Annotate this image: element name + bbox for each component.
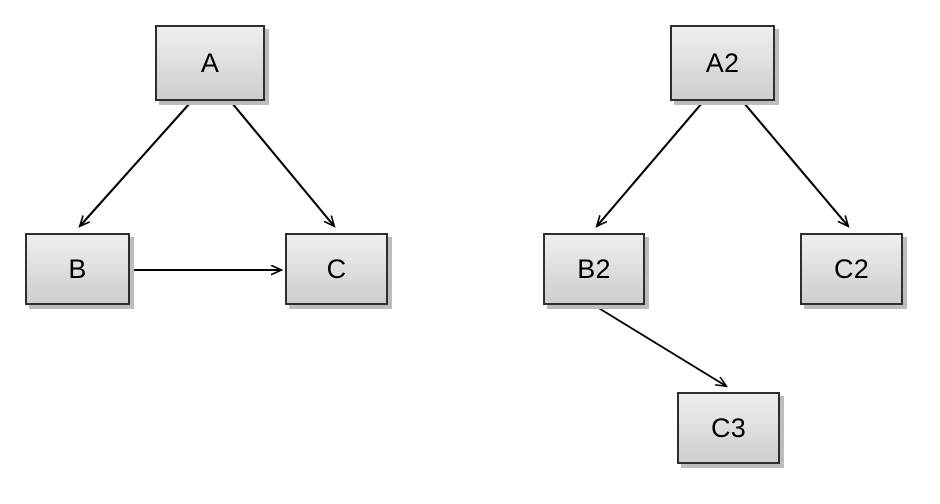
node-C[interactable]: C: [285, 233, 388, 305]
node-C2-label: C2: [834, 253, 869, 284]
node-C3-label: C3: [711, 412, 746, 443]
node-B[interactable]: B: [25, 233, 130, 305]
node-C-label: C: [326, 253, 347, 284]
node-C3[interactable]: C3: [677, 392, 780, 464]
edge-A2-to-C2: [743, 102, 848, 226]
node-A[interactable]: A: [155, 25, 265, 101]
node-A-label: A: [200, 47, 220, 78]
edge-A2-to-B2: [597, 102, 703, 226]
node-A2[interactable]: A2: [670, 25, 775, 101]
node-C2[interactable]: C2: [800, 233, 903, 305]
node-B2[interactable]: B2: [543, 233, 645, 305]
node-B2-label: B2: [577, 253, 611, 284]
edge-B2-to-C3: [596, 306, 726, 386]
edge-A-to-B: [80, 102, 191, 226]
edge-A-to-C: [231, 102, 334, 226]
node-A2-label: A2: [705, 47, 740, 78]
node-B-label: B: [68, 253, 87, 284]
